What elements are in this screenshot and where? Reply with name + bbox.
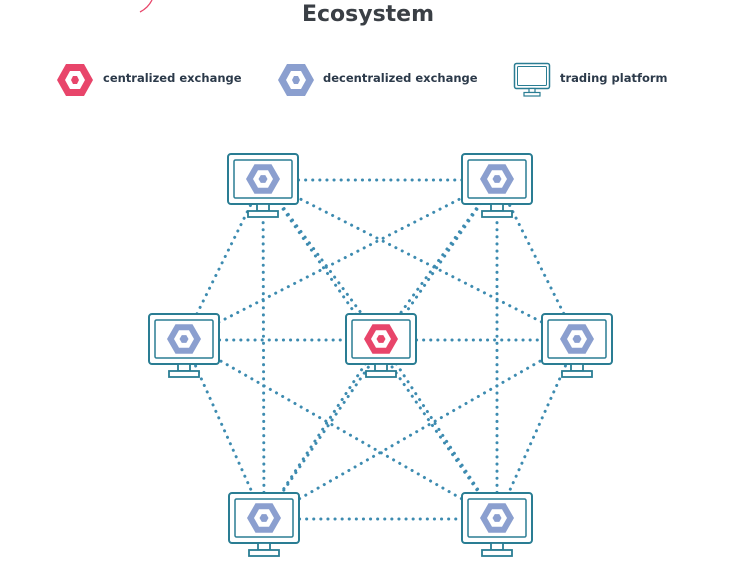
monitor-base [168,370,200,378]
centralized-exchange-icon [364,324,398,354]
monitor-base [561,370,593,378]
connection-link [262,338,383,521]
legend-item-centralized-exchange: centralized exchange [56,62,256,98]
decentralized-exchange-icon [480,164,514,194]
connection-link [261,178,383,342]
connection-link [261,178,579,342]
monitor-neck [177,363,191,372]
decentralized-exchange-icon [278,64,314,96]
decentralized-exchange-icon [167,324,201,354]
trading-platform-node-bottom-left [228,492,300,557]
legend-label: trading platform [560,71,668,85]
monitor-neck [256,203,270,212]
trading-platform-icon [513,62,551,97]
monitor-base [248,549,280,557]
corner-stroke-decoration [139,0,153,13]
monitor-base [247,210,279,218]
decentralized-exchange-icon [560,324,594,354]
monitor-base [365,370,397,378]
trading-platform-node-mid-left [148,313,220,378]
monitor-neck [257,542,271,551]
centralized-exchange-icon [57,64,93,96]
trading-platform-node-center [345,313,417,378]
trading-platform-node-mid-right [541,313,613,378]
decentralized-exchange-icon [247,503,281,533]
trading-platform-node-bottom-right [461,492,533,557]
legend-item-decentralized-exchange: decentralized exchange [277,62,497,98]
connection-link [182,338,266,521]
legend-label: decentralized exchange [323,71,478,85]
connection-link [261,178,266,521]
monitor-base [481,549,513,557]
connection-link [379,338,499,521]
monitor-neck [490,203,504,212]
legend-item-trading-platform: trading platform [513,62,683,98]
monitor-neck [490,542,504,551]
trading-platform-node-top-right [461,153,533,218]
legend-label: centralized exchange [103,71,242,85]
monitor-neck [374,363,388,372]
decentralized-exchange-icon [246,164,280,194]
monitor-neck [570,363,584,372]
connection-link [495,338,579,521]
diagram-title: Ecosystem [301,2,435,27]
decentralized-exchange-icon [480,503,514,533]
trading-platform-node-top-left [227,153,299,218]
nodes-layer [148,153,613,557]
monitor-base [481,210,513,218]
